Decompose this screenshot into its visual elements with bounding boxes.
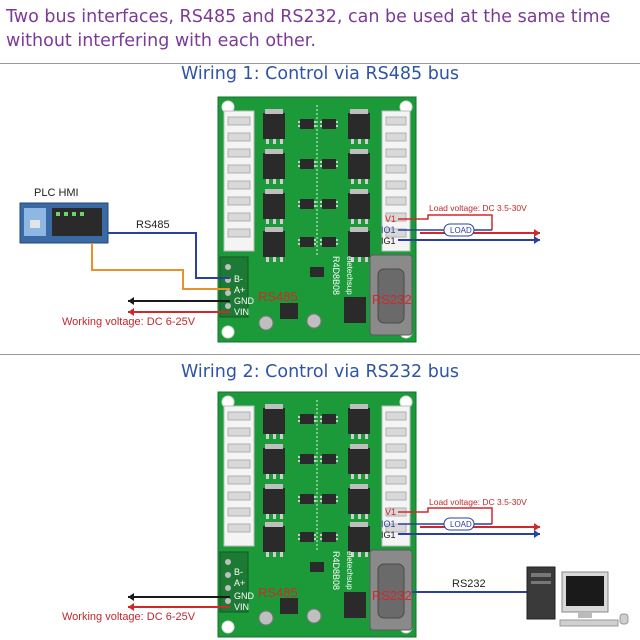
pin-gnd-2: GND	[234, 591, 255, 601]
rs485-wire-blue	[108, 232, 230, 279]
load-label: LOAD	[450, 226, 472, 235]
pin-vin-2: VIN	[234, 602, 249, 612]
load-voltage-note-2: Load voltage: DC 3.5-30V	[429, 497, 527, 507]
pin-ig1: IG1	[381, 236, 396, 246]
load-box	[443, 223, 475, 237]
middle-divider	[0, 354, 640, 355]
pin-v1-2: V1	[385, 507, 396, 517]
silk-model: R4D8B08	[331, 256, 341, 295]
wiring1-title: Wiring 1: Control via RS485 bus	[180, 64, 460, 84]
silk-brand-2: eletechsup	[345, 551, 354, 590]
rs232-label: RS232	[452, 578, 486, 590]
load-voltage-note: Load voltage: DC 3.5-30V	[429, 203, 527, 213]
silk-rs485: RS485	[258, 289, 298, 304]
silk-brand: eletechsup	[345, 256, 354, 295]
pin-ig1-2: IG1	[381, 530, 396, 540]
silk-model-2: R4D8B08	[331, 551, 341, 590]
silk-rs485-2: RS485	[258, 585, 298, 600]
computer-icon	[526, 566, 629, 627]
silk-rs232-2: RS232	[372, 588, 412, 603]
pin-a: A+	[234, 285, 245, 295]
load-box-2	[443, 517, 475, 531]
working-voltage-note-2: Working voltage: DC 6-25V	[62, 611, 196, 623]
pin-b: B-	[234, 274, 243, 284]
intro-text: Two bus interfaces, RS485 and RS232, can…	[6, 7, 611, 51]
load-v1-wire-2	[398, 507, 493, 524]
pin-b-2: B-	[234, 567, 243, 577]
pin-a-2: A+	[234, 578, 245, 588]
top-divider	[0, 63, 640, 64]
plc-hmi-device	[19, 202, 109, 244]
pin-vin: VIN	[234, 307, 249, 317]
pin-v1: V1	[385, 214, 396, 224]
rs485-wire-orange	[91, 243, 230, 290]
rs485-label: RS485	[136, 219, 170, 231]
plc-label: PLC HMI	[34, 187, 79, 199]
load-label-2: LOAD	[450, 520, 472, 529]
pin-io1-2: IO1	[381, 519, 396, 529]
pin-gnd: GND	[234, 296, 255, 306]
wiring2-title: Wiring 2: Control via RS232 bus	[180, 362, 460, 382]
working-voltage-note: Working voltage: DC 6-25V	[62, 316, 196, 328]
load-v1-wire	[398, 214, 493, 230]
pin-io1: IO1	[381, 225, 396, 235]
silk-rs232: RS232	[372, 292, 412, 307]
